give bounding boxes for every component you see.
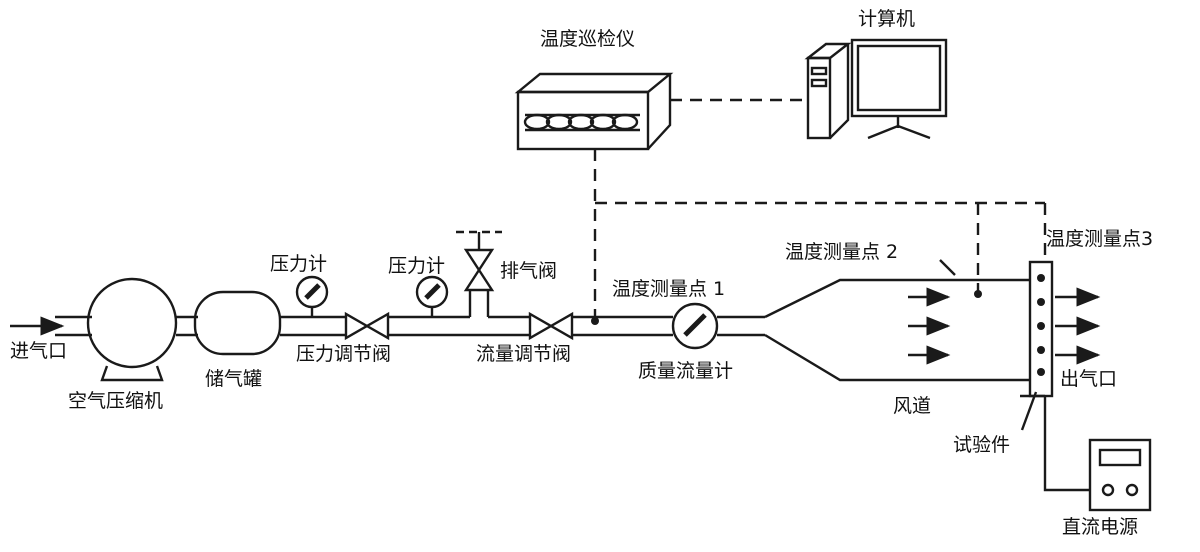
label-mass-flow-meter: 质量流量计	[638, 360, 734, 382]
label-temp-inspector: 温度巡检仪	[540, 28, 636, 50]
temp-point-2-dot	[974, 290, 982, 298]
temp-point-2-leader	[939, 259, 956, 276]
pressure-gauge-2	[415, 275, 449, 317]
label-temp-point-3: 温度测量点3	[1046, 228, 1154, 250]
mass-flow-meter	[671, 302, 719, 350]
label-pressure-regulator: 压力调节阀	[296, 343, 392, 365]
label-pressure-gauge-1: 压力计	[270, 253, 328, 275]
outlet-arrows	[1055, 287, 1101, 365]
exhaust-valve	[456, 230, 502, 317]
dc-power-supply	[1088, 438, 1152, 512]
temperature-inspector	[514, 72, 674, 151]
pressure-regulator-valve	[344, 311, 390, 341]
label-flow-regulator: 流量调节阀	[476, 343, 572, 365]
flow-regulator-valve	[528, 311, 574, 341]
label-air-inlet: 进气口	[10, 340, 68, 362]
temp-point-1-dot	[591, 317, 599, 325]
label-exhaust-valve: 排气阀	[500, 260, 558, 282]
computer	[804, 38, 948, 140]
label-gas-tank: 储气罐	[205, 368, 263, 390]
label-temp-point-1: 温度测量点 1	[612, 278, 726, 300]
label-test-piece: 试验件	[953, 434, 1011, 456]
label-computer: 计算机	[858, 8, 916, 30]
label-pressure-gauge-2: 压力计	[388, 255, 446, 277]
label-air-outlet: 出气口	[1060, 368, 1118, 390]
duct-airflow-arrows	[908, 287, 951, 365]
pressure-gauge-1	[295, 275, 329, 317]
air-duct	[764, 278, 1030, 382]
label-air-duct: 风道	[893, 395, 932, 417]
test-piece-leader	[1020, 391, 1038, 431]
gas-tank	[193, 290, 282, 356]
air-compressor	[55, 277, 198, 382]
label-air-compressor: 空气压缩机	[68, 390, 164, 412]
power-cable	[1043, 396, 1090, 492]
label-dc-power: 直流电源	[1062, 516, 1139, 538]
label-temp-point-2: 温度测量点 2	[785, 241, 899, 263]
